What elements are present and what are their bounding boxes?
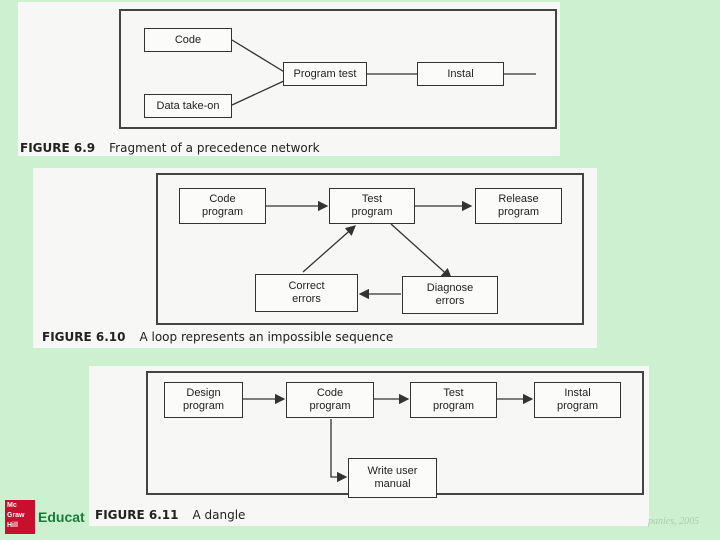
- figure-6-9-frame-and-lines: [119, 9, 557, 129]
- node-diagnose-errors: Diagnose errors: [402, 276, 498, 314]
- node-test-program: Test program: [410, 382, 497, 418]
- mcgraw-hill-logo: Mc Graw Hill: [5, 500, 35, 534]
- node-design-program: Design program: [164, 382, 243, 418]
- arrow-code-to-manual: [330, 419, 348, 483]
- figure-6-9-caption-text: Fragment of a precedence network: [109, 141, 320, 155]
- figure-6-11-number: FIGURE 6.11: [95, 508, 179, 522]
- figure-6-9-caption: FIGURE 6.9 Fragment of a precedence netwo…: [20, 141, 320, 155]
- node-code-program: Code program: [179, 188, 266, 224]
- node-test-program: Test program: [329, 188, 415, 224]
- node-data-take-on: Data take-on: [144, 94, 232, 118]
- figure-6-10-number: FIGURE 6.10: [42, 330, 126, 344]
- figure-6-9-number: FIGURE 6.9: [20, 141, 96, 155]
- node-code: Code: [144, 28, 232, 52]
- node-instal: Instal: [417, 62, 504, 86]
- edge-code-test: [231, 39, 287, 74]
- node-program-test: Program test: [283, 62, 367, 86]
- edge-data-test: [231, 79, 287, 106]
- node-write-user-manual: Write user manual: [348, 458, 437, 498]
- figure-6-10-frame-and-arrows: [156, 173, 584, 325]
- figure-6-10-caption-text: A loop represents an impossible sequence: [139, 330, 394, 344]
- figure-6-11-panel: Design program Code program Test program…: [89, 366, 649, 526]
- figure-6-11-caption: FIGURE 6.11 A dangle: [95, 508, 245, 522]
- node-release-program: Release program: [475, 188, 562, 224]
- publisher-education-text: Educat: [38, 509, 85, 525]
- node-instal-program: Instal program: [534, 382, 621, 418]
- figure-6-11-caption-text: A dangle: [192, 508, 246, 522]
- arrow-test-to-diagnose: [390, 223, 452, 279]
- figure-6-9-panel: Code Data take-on Program test Instal FI…: [18, 2, 560, 156]
- figure-6-10-panel: Code program Test program Release progra…: [33, 168, 597, 348]
- arrow-correct-to-test: [302, 225, 356, 273]
- node-correct-errors: Correct errors: [255, 274, 358, 312]
- node-code-program: Code program: [286, 382, 374, 418]
- copyright-fragment: panies, 2005: [648, 516, 700, 527]
- figure-6-10-caption: FIGURE 6.10 A loop represents an impossib…: [42, 330, 393, 344]
